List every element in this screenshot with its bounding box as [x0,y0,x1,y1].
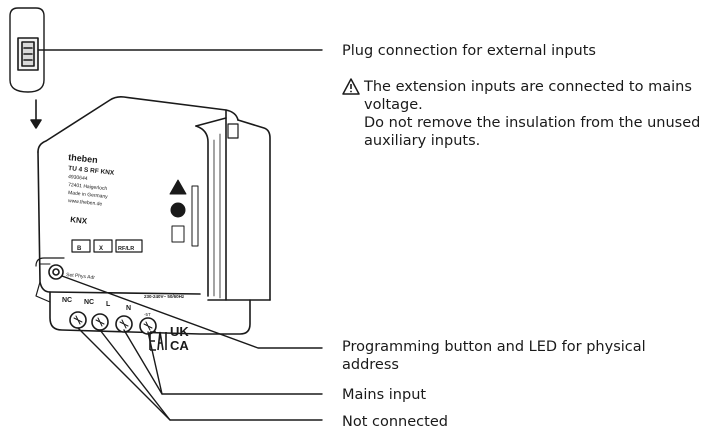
terminal-nc-1: NC [62,297,72,304]
prog-label: Set Phys Adr [66,272,96,281]
label-programming-button: Programming button and LED for physical … [342,339,646,373]
device-brand: theben [68,152,98,165]
eac-mark [149,331,167,351]
terminal-l: L [106,301,111,308]
leader-mains [123,329,323,395]
button-label-b: B [77,246,82,252]
button-label-rflr: RF/LR [118,246,134,252]
plug-detail-view [9,7,45,93]
programming-button [35,257,65,280]
label-mains-input: Mains input [342,387,427,403]
ukca-top: UK [170,324,189,339]
device-model: TU 4 S RF KNX [68,165,115,177]
leader-not-connected [77,327,323,421]
leader-lines [61,275,323,421]
device-origin: Made in Germany [68,190,109,200]
symbols-panel [169,179,199,247]
device-address: 72401 Haigerloch [68,182,108,192]
device-website: www.theben.de [68,198,103,208]
terminal-n: N [126,305,131,312]
warning-line-1: The extension inputs are connected to ma… [364,79,692,113]
ukca-bottom: CA [170,338,189,353]
terminal-nc-2: NC [84,299,94,306]
label-not-connected: Not connected [342,414,448,430]
temp-label: -5T [144,312,151,317]
function-buttons [71,239,143,253]
terminals [69,311,157,335]
arrow-down-icon [30,99,42,129]
knx-logo: KNX [70,215,88,226]
leader-programming [61,275,323,349]
device-article: 4930644 [68,174,88,182]
button-label-x: X [99,246,103,252]
device-body [35,96,271,335]
label-plug-connection: Plug connection for external inputs [342,43,596,59]
warning-line-2: Do not remove the insulation from the un… [364,115,701,149]
rating-label: 230-240V~ 50/60Hz [144,294,185,299]
warning-triangle-icon [342,78,360,95]
